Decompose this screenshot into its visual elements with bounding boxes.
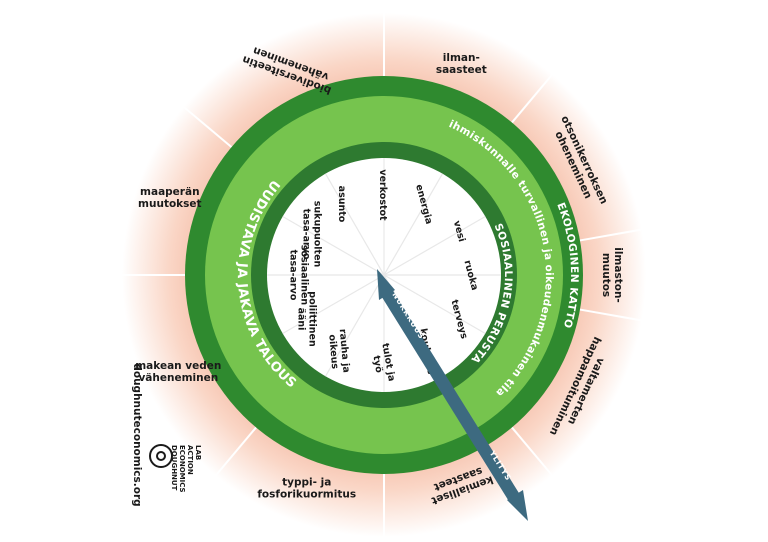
dimension-divider — [282, 274, 385, 335]
dimension-divider — [383, 215, 486, 276]
boundary-label: ilmaston-muutos — [600, 247, 624, 303]
logo-icon — [149, 444, 173, 468]
dimension-label: rauha jaoikeus — [326, 328, 352, 374]
dimension-divider — [383, 274, 486, 335]
boundary-divider — [180, 103, 233, 148]
boundary-divider — [579, 308, 646, 323]
dimension-label: poliittinenääni — [296, 291, 318, 347]
dimension-divider — [324, 173, 385, 276]
dimension-label: asunto — [336, 186, 347, 223]
logo-text: LAB — [194, 445, 202, 460]
boundary-divider — [511, 426, 556, 479]
logo-icon-core — [156, 451, 166, 461]
logo-text: ECONOMICS — [178, 445, 186, 493]
dimension-label: verkostot — [377, 169, 388, 221]
boundary-divider — [579, 227, 646, 242]
arrow-shaft — [378, 284, 521, 504]
dimension-label: vesi — [451, 220, 467, 244]
boundary-label: ilman-saasteet — [436, 52, 487, 76]
outer-spokes — [119, 10, 646, 540]
arrow-head-overshoot — [507, 490, 528, 521]
boundary-divider — [511, 71, 556, 124]
logo-text: DOUGHNUT — [170, 445, 178, 491]
dimension-divider — [324, 274, 385, 377]
dimension-divider — [383, 173, 444, 276]
arrow-head-shortfall — [377, 269, 395, 300]
logo-text: ACTION — [186, 445, 194, 475]
dimension-label: sosiaalinentasa-arvo — [288, 245, 310, 306]
source-url: doughnuteconomics.org — [131, 363, 143, 506]
dimension-label: sukupuoltentasa-arvo — [301, 201, 323, 268]
boundary-divider — [212, 426, 257, 479]
dimension-divider — [282, 215, 385, 276]
